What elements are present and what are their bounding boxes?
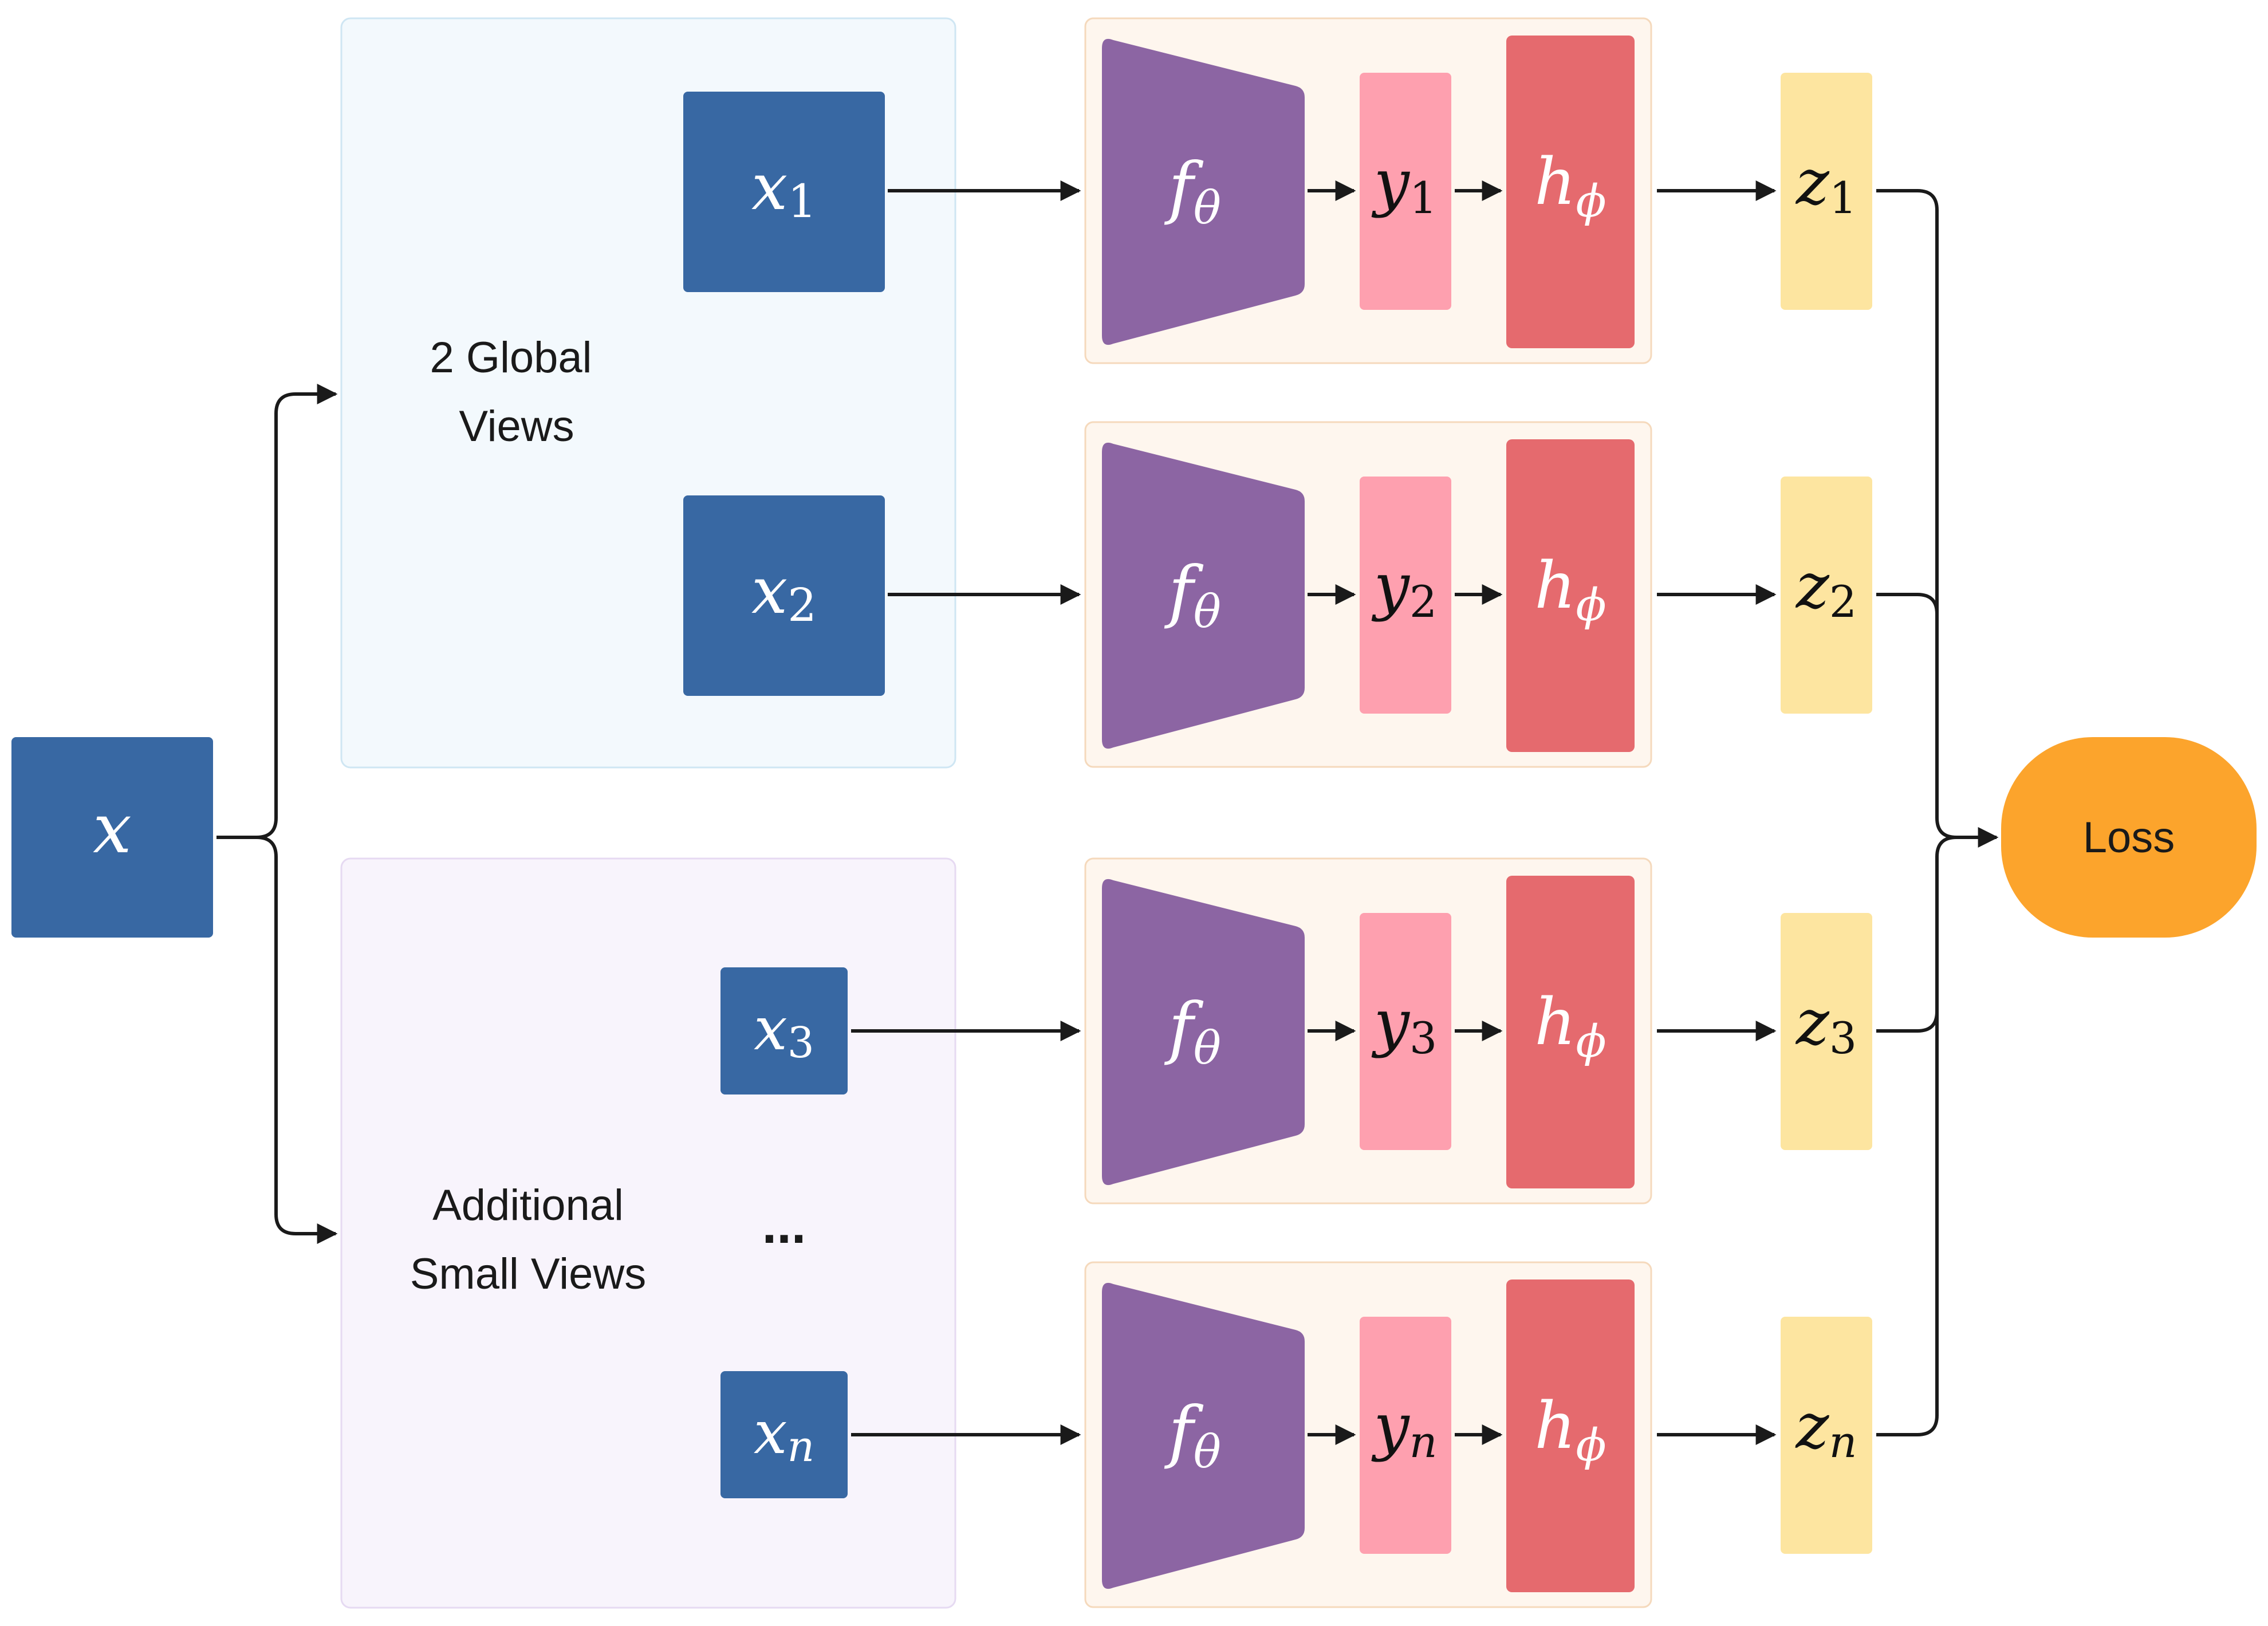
- merge-line-1: [1876, 189, 1999, 848]
- branch-1: x1 fθ y1 hϕ z1: [683, 17, 1872, 364]
- embedding-symbol-2: z2: [1795, 549, 1857, 627]
- view-block-3: [720, 967, 848, 1095]
- small-views-ellipsis: ...: [762, 1196, 806, 1254]
- view-symbol-n: xn: [754, 1397, 814, 1471]
- embedding-3: [1781, 913, 1872, 1150]
- input-symbol: x: [93, 789, 132, 869]
- branch-2: x2 fθ y2 hϕ z2: [683, 421, 1872, 768]
- embedding-symbol-3: z3: [1795, 986, 1857, 1064]
- branch-3: x3 fθ y3 hϕ z3: [720, 857, 1872, 1204]
- small-views-label-line1: Additional: [432, 1181, 624, 1230]
- global-views-label-line1: 2 Global: [430, 333, 592, 382]
- view-block-1: [683, 92, 885, 292]
- loss-label: Loss: [2083, 813, 2175, 862]
- representation-3: [1360, 913, 1451, 1150]
- projector-symbol-3: hϕ: [1534, 985, 1606, 1068]
- representation-symbol-n: yn: [1371, 1389, 1437, 1467]
- view-symbol-3: x3: [754, 994, 814, 1068]
- encoder-3: [1102, 879, 1305, 1186]
- representation-symbol-3: y3: [1371, 986, 1438, 1064]
- embedding-n: [1781, 1317, 1872, 1554]
- branch-n: xn fθ yn hϕ zn: [720, 1261, 1872, 1608]
- representation-1: [1360, 73, 1451, 310]
- representation-n: [1360, 1317, 1451, 1554]
- projector-symbol-n: hϕ: [1534, 1389, 1606, 1471]
- encoder-1: [1102, 38, 1305, 345]
- merge-line-2: [1876, 593, 1939, 615]
- split-arrow-global: [216, 384, 338, 839]
- embedding-2: [1781, 477, 1872, 714]
- representation-symbol-2: y2: [1371, 549, 1438, 627]
- projector-2: [1506, 439, 1635, 752]
- representation-symbol-1: y1: [1371, 145, 1438, 223]
- view-block-n: [720, 1371, 848, 1498]
- projector-symbol-1: hϕ: [1534, 145, 1606, 227]
- projector-1: [1506, 36, 1635, 348]
- split-arrow-small: [216, 836, 338, 1244]
- projector-n: [1506, 1279, 1635, 1592]
- encoder-2: [1102, 442, 1305, 749]
- input-block: [11, 737, 213, 938]
- embedding-1: [1781, 73, 1872, 310]
- view-symbol-2: x2: [751, 554, 817, 632]
- view-block-2: [683, 495, 885, 696]
- projector-3: [1506, 876, 1635, 1188]
- embedding-symbol-n: zn: [1795, 1389, 1857, 1467]
- view-symbol-1: x1: [751, 150, 817, 228]
- global-views-label-line2: Views: [459, 402, 574, 451]
- encoder-n: [1102, 1282, 1305, 1589]
- small-views-panel: [340, 857, 956, 1609]
- small-views-label-line2: Small Views: [410, 1250, 647, 1298]
- merge-line-3: [1876, 1011, 1939, 1033]
- merge-line-n: [1876, 836, 1957, 1436]
- representation-2: [1360, 477, 1451, 714]
- loss-node: [2001, 737, 2257, 938]
- embedding-symbol-1: z1: [1795, 145, 1857, 223]
- projector-symbol-2: hϕ: [1534, 549, 1606, 631]
